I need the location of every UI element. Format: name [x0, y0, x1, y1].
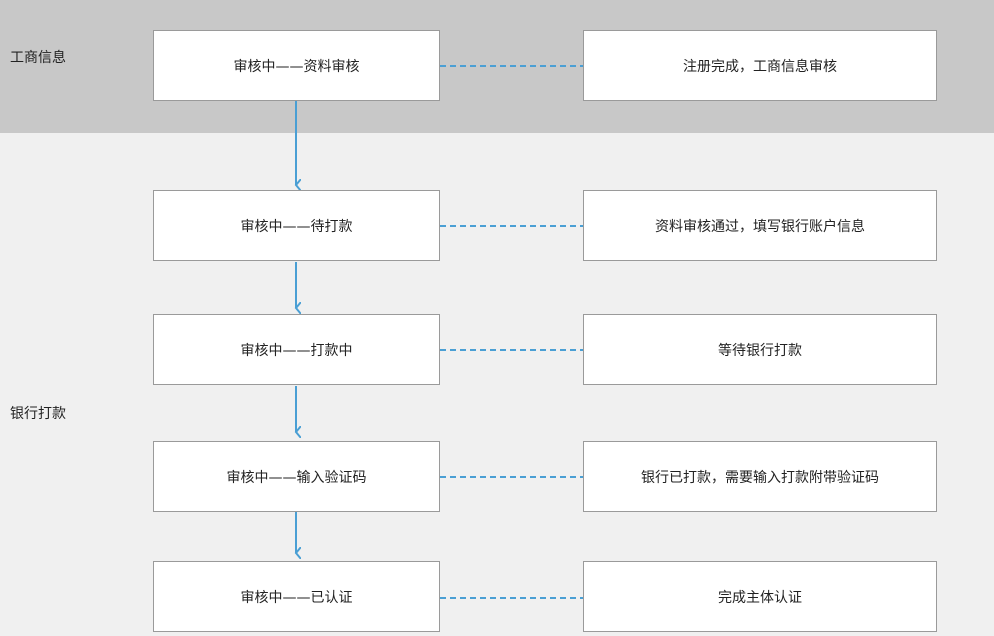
- status-box-awaiting-payment: 审核中——待打款: [153, 190, 440, 261]
- status-box-payment-in-progress: 审核中——打款中: [153, 314, 440, 385]
- description-box-bank-paid-enter-code: 银行已打款，需要输入打款附带验证码: [583, 441, 937, 512]
- description-box-waiting-bank-payment: 等待银行打款: [583, 314, 937, 385]
- description-box-entity-verification-complete: 完成主体认证: [583, 561, 937, 632]
- status-box-enter-verification-code: 审核中——输入验证码: [153, 441, 440, 512]
- section-label-bank-payment: 银行打款: [10, 406, 66, 422]
- status-box-document-review: 审核中——资料审核: [153, 30, 440, 101]
- description-box-fill-bank-account: 资料审核通过，填写银行账户信息: [583, 190, 937, 261]
- section-label-business-info: 工商信息: [10, 50, 66, 66]
- description-box-registration-complete: 注册完成，工商信息审核: [583, 30, 937, 101]
- status-box-verified: 审核中——已认证: [153, 561, 440, 632]
